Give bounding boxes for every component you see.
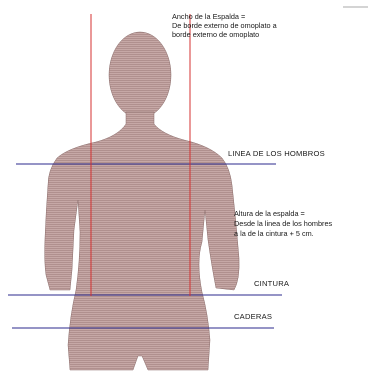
back-width-desc-line2: borde externo de omoplato (172, 31, 259, 39)
hip-label: CADERAS (234, 313, 272, 322)
mannequin-body (45, 112, 239, 370)
back-height-title: Altura de la espalda = (234, 210, 305, 218)
back-height-desc-line2: a la de la cintura + 5 cm. (234, 230, 314, 238)
shoulder-line-label: LINEA DE LOS HOMBROS (228, 150, 325, 159)
mannequin-head (109, 32, 171, 118)
back-height-desc-line1: Desde la linea de los hombres (234, 220, 332, 228)
waist-label: CINTURA (254, 280, 289, 289)
